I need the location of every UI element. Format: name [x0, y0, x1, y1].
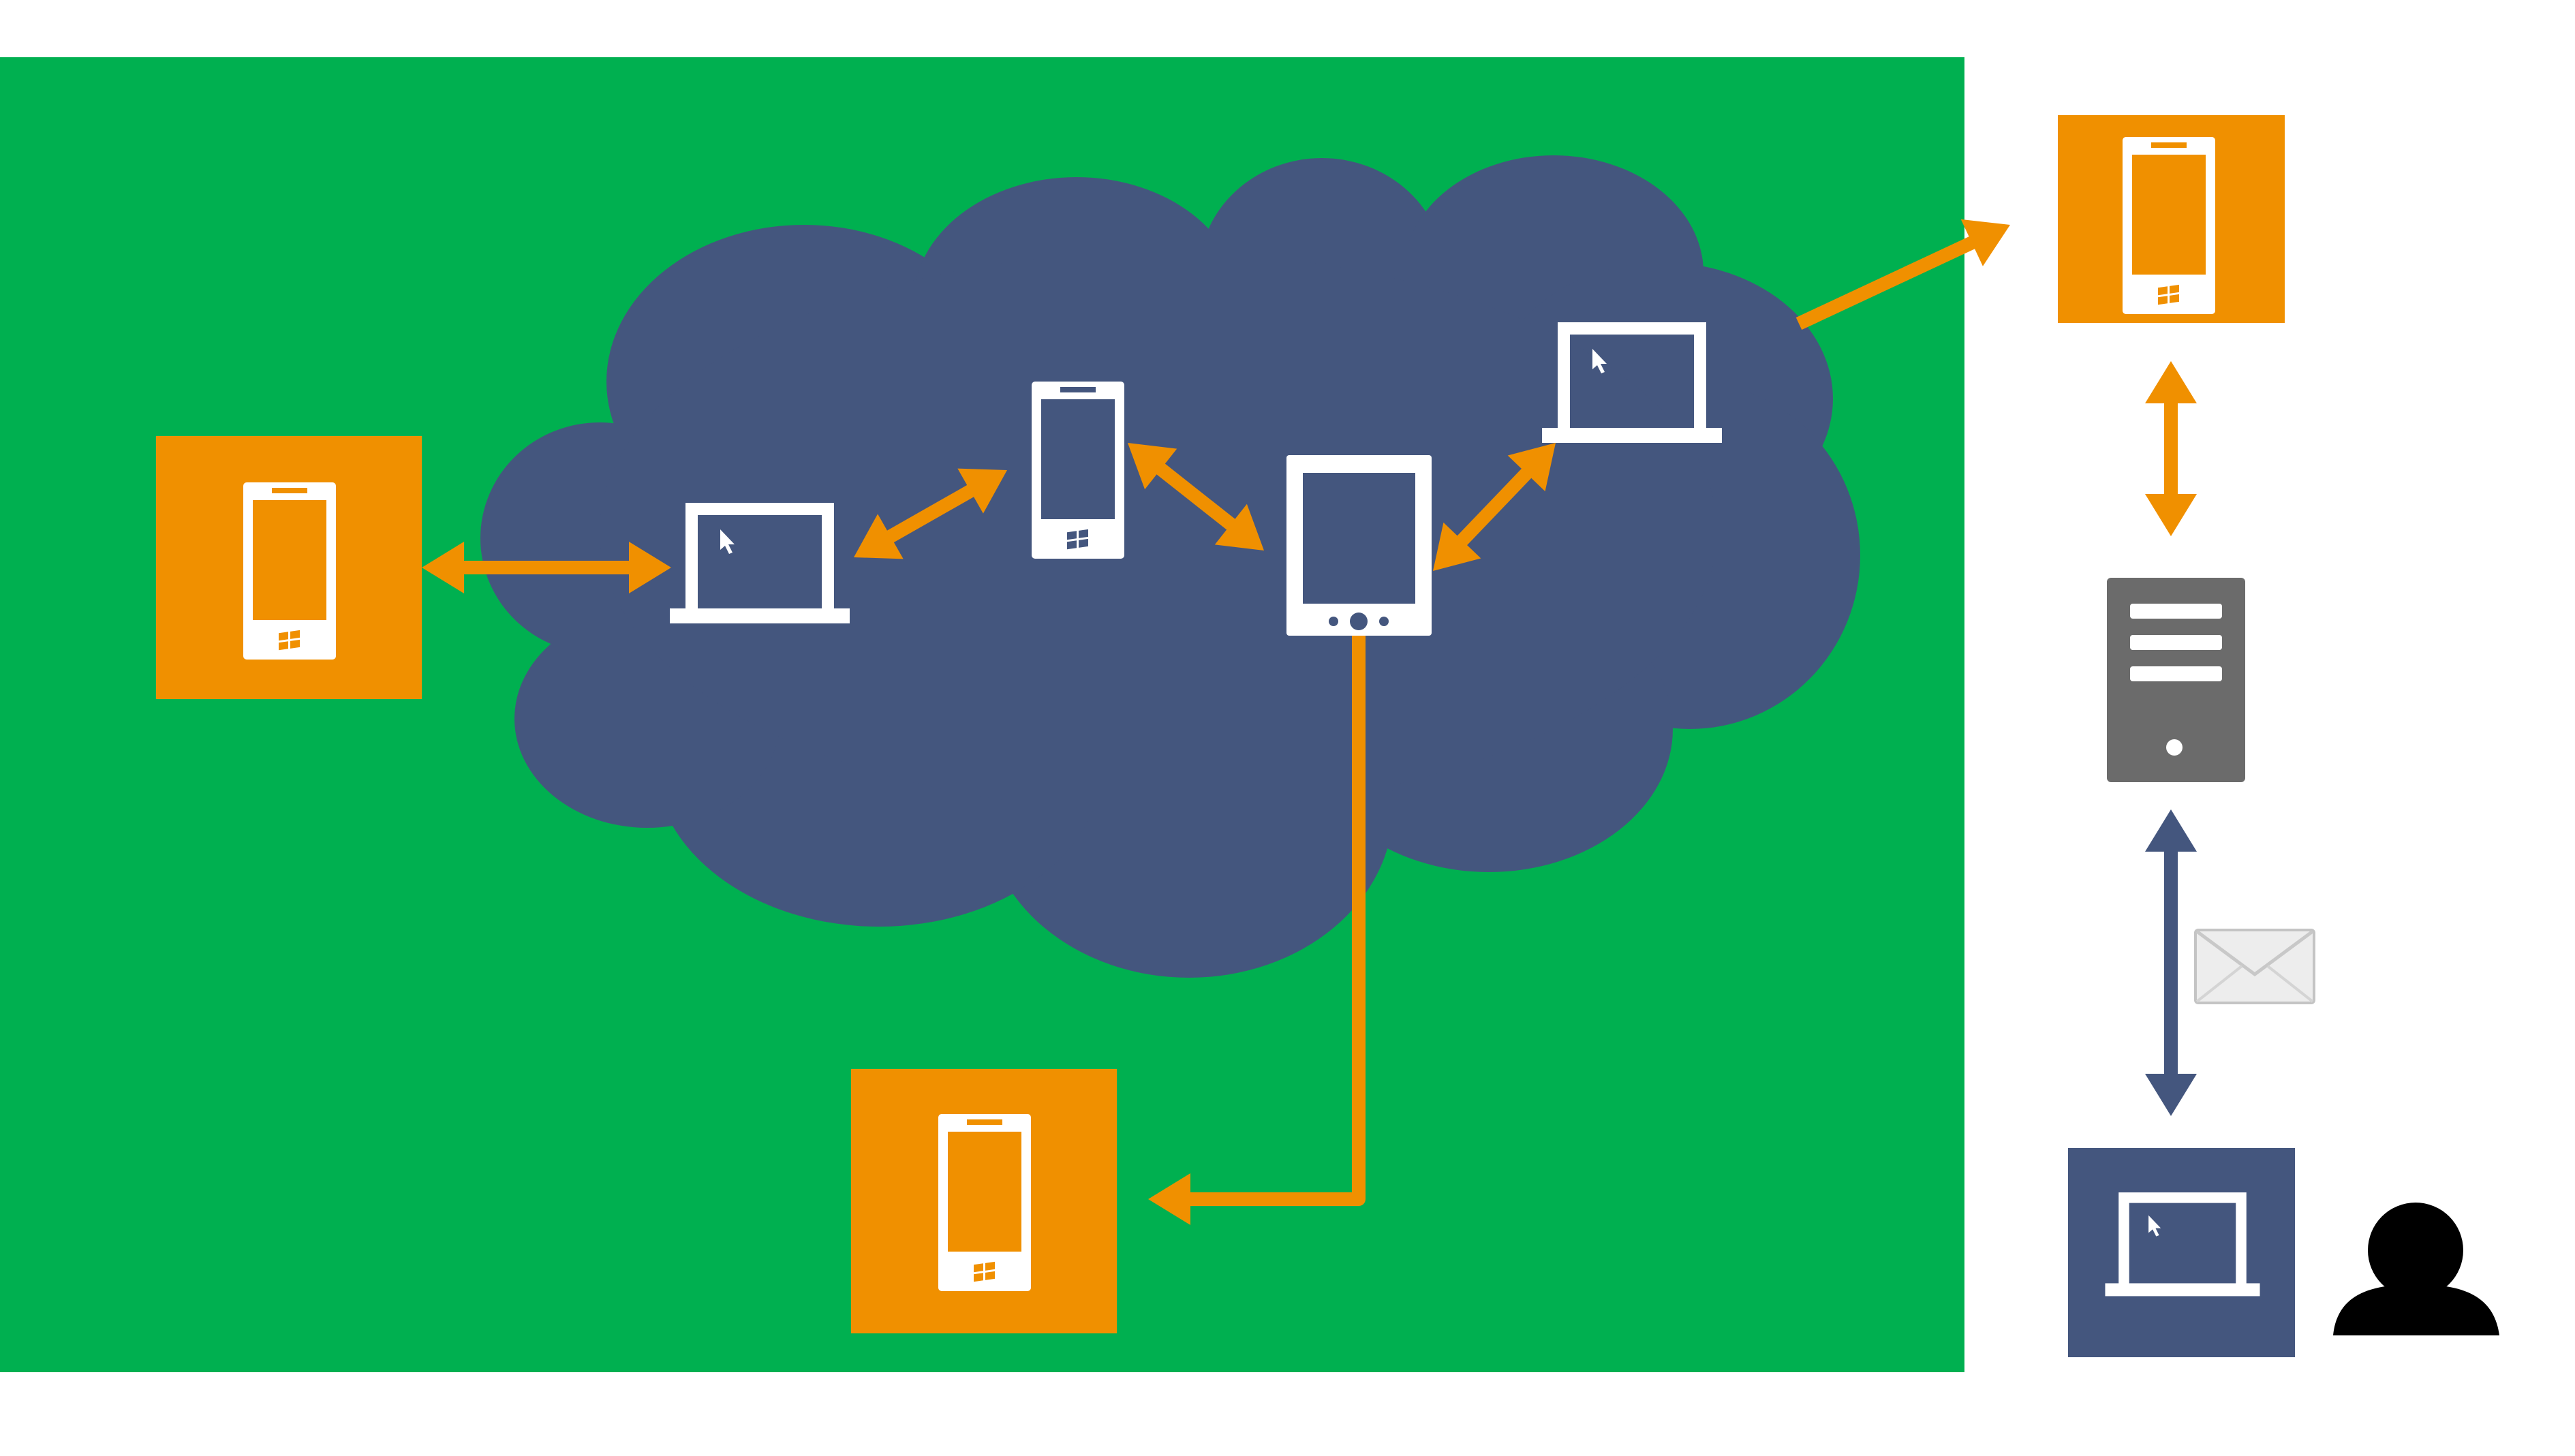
windows-phone-icon	[938, 1114, 1031, 1291]
arrow-phone-tablet-head-start	[1128, 443, 1177, 490]
arrow-tablet-bottom-phone-line	[1182, 636, 1366, 1206]
arrow-phone-tablet-head	[1214, 504, 1264, 551]
arrow-laptop-phone-line	[880, 481, 981, 546]
person-icon	[2333, 1203, 2499, 1335]
arrow-left-phone-laptop-head	[629, 542, 671, 593]
user-laptop-tile	[2068, 1148, 2295, 1357]
windows-phone-icon	[243, 482, 336, 660]
cloud-phone-node[interactable]	[1032, 382, 1124, 559]
user-laptop-node[interactable]	[2068, 1148, 2295, 1357]
arrow-laptop-phone-head	[957, 468, 1007, 514]
phone-left-node[interactable]	[156, 436, 422, 699]
arrow-left-phone-laptop-head-start	[422, 542, 464, 593]
arrow-phone-tablet-line	[1150, 459, 1242, 535]
arrow-tablet-laptop-line	[1451, 463, 1537, 551]
arrow-tablet-bottom-phone-head	[1148, 1173, 1190, 1225]
arrow-laptop-right-phone-line	[1795, 233, 1982, 330]
arrow-laptop-phone-head-start	[854, 514, 904, 559]
arrow-tablet-laptop-head-start	[1433, 522, 1481, 571]
phone-bottom-node[interactable]	[851, 1069, 1117, 1333]
phone-right-node[interactable]	[2058, 115, 2285, 323]
envelope-icon	[2194, 929, 2315, 1004]
arrow-phone-server-head	[2145, 494, 2197, 536]
arrow-server-user-head-start	[2145, 809, 2197, 852]
cloud-shape	[480, 155, 1860, 978]
server-icon[interactable]	[2107, 578, 2245, 782]
arrow-laptop-right-phone-head	[1960, 219, 2010, 266]
arrow-tablet-laptop-head	[1507, 443, 1556, 492]
windows-phone-icon	[1032, 382, 1124, 559]
windows-phone-icon	[2123, 137, 2215, 314]
tablet-icon[interactable]	[1286, 455, 1432, 636]
arrow-server-user-head	[2145, 1074, 2197, 1116]
connections	[422, 219, 2197, 1225]
arrow-phone-server-head-start	[2145, 361, 2197, 403]
